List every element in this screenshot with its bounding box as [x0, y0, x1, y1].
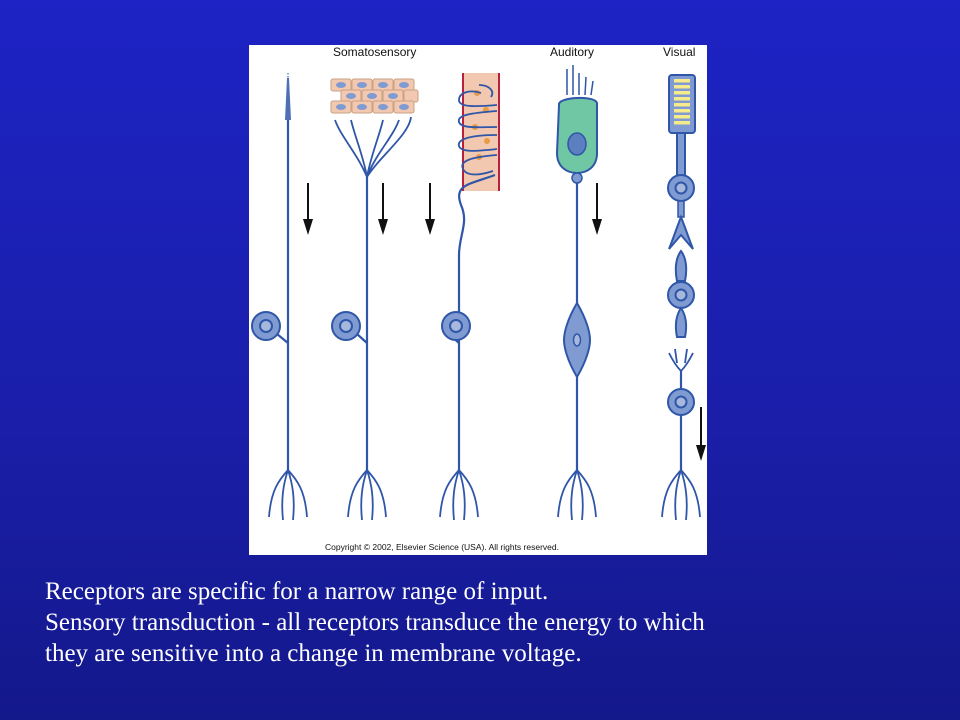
free-nerve-ending-neuron: [251, 73, 313, 521]
down-arrow-5: [696, 407, 706, 461]
down-arrow-2: [378, 183, 388, 235]
skin-receptor-neuron: [330, 78, 419, 521]
hair-bundle: [566, 65, 594, 96]
auditory-receptor-neuron: [555, 65, 602, 521]
receptor-diagram: Somatosensory Auditory Visual: [249, 45, 707, 555]
copyright-notice: Copyright © 2002, Elsevier Science (USA)…: [325, 542, 559, 552]
down-arrow-1: [303, 183, 313, 235]
arrow-left-of-vessel: [425, 183, 435, 235]
caption: Receptors are specific for a narrow rang…: [45, 576, 925, 669]
label-somatosensory: Somatosensory: [333, 45, 416, 59]
label-visual: Visual: [663, 45, 695, 59]
visual-receptor-neuron: [661, 74, 706, 521]
caption-line-3: they are sensitive into a change in memb…: [45, 640, 582, 667]
down-arrow-4: [592, 183, 602, 235]
skin-cells: [330, 78, 419, 114]
label-auditory: Auditory: [550, 45, 594, 59]
caption-line-2: Sensory transduction - all receptors tra…: [45, 609, 705, 636]
vessel-receptor-neuron: [425, 73, 500, 521]
caption-line-1: Receptors are specific for a narrow rang…: [45, 578, 549, 605]
